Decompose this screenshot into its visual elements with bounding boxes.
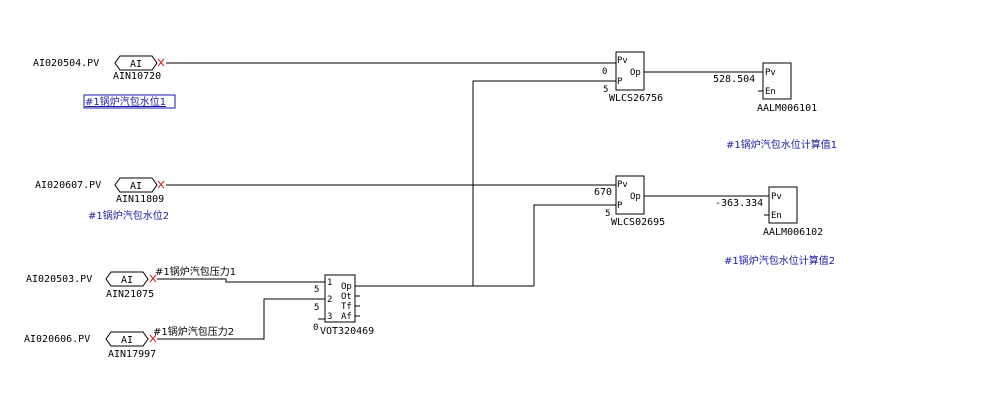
wlcs2-p-value: 5 (605, 209, 610, 219)
aalm-block-1[interactable]: Pv En 528.504 AALM006101 #1锅炉汽包水位计算值1 (713, 62, 837, 151)
aalm2-desc: #1锅炉汽包水位计算值2 (724, 254, 835, 267)
vot-in3-value: 0 (313, 323, 318, 333)
ai-block-name-2: AIN11809 (116, 194, 164, 205)
aalm2-value: -363.334 (715, 198, 763, 209)
ai-input-2[interactable]: AI020607.PV AI AIN11809 #1锅炉汽包水位2 (35, 177, 169, 222)
vot-block-name: VOT320469 (320, 326, 374, 337)
ai-input-4[interactable]: AI020606.PV AI AIN17997 #1锅炉汽包压力2 (24, 325, 234, 360)
wlcs1-pv-value: 0 (602, 67, 607, 77)
wire-ai3-to-vot1 (157, 278, 325, 283)
vot-block-body (324, 274, 356, 323)
aalm1-value: 528.504 (713, 74, 755, 85)
aalm2-block-name: AALM006102 (763, 227, 823, 238)
ai-cross-4 (149, 334, 157, 343)
ai-tag-1: AI020504.PV (33, 58, 99, 69)
vot-pin-op: Op (341, 282, 352, 292)
aalm2-pin-pv: Pv (771, 192, 782, 202)
aalm2-pin-en: En (771, 211, 782, 221)
vot-output-stubs (355, 295, 360, 317)
wire-ai4-to-vot2 (157, 298, 325, 340)
vot-pin-af: Af (341, 312, 352, 322)
wlcs1-pin-pv: Pv (617, 56, 628, 66)
ai-tag-3: AI020503.PV (26, 274, 92, 285)
ai-desc-2: #1锅炉汽包水位2 (88, 209, 169, 222)
ai-block-shape-3 (105, 271, 149, 287)
ai-desc-4: #1锅炉汽包压力2 (153, 325, 234, 338)
wlcs2-pv-value: 670 (594, 187, 612, 198)
ai-desc-3: #1锅炉汽包压力1 (155, 265, 236, 278)
wlcs1-pin-op: Op (630, 68, 641, 78)
aalm1-desc: #1锅炉汽包水位计算值1 (726, 138, 837, 151)
aalm2-body (768, 186, 798, 224)
wires (157, 62, 769, 340)
aalm1-body (762, 62, 792, 100)
vot-pin-tf: Tf (341, 302, 352, 312)
aalm1-block-name: AALM006101 (757, 103, 817, 114)
wlcs-block-1[interactable]: Pv P Op 0 5 WLCS26756 (602, 51, 663, 104)
vot-pin-2: 2 (327, 295, 332, 305)
ai-block-shape-4 (105, 331, 149, 347)
wlcs1-block-name: WLCS26756 (609, 93, 663, 104)
wlcs-block-2[interactable]: Pv P Op 670 5 WLCS02695 (594, 175, 665, 228)
vot-block[interactable]: 1 2 3 Op Ot Tf Af 5 5 0 VOT320469 (313, 274, 374, 337)
wire-vot-to-wlcs2-p (533, 204, 616, 286)
ai-tag-4: AI020606.PV (24, 334, 90, 345)
ai-input-1[interactable]: AI020504.PV AI AIN10720 #1锅炉汽包水位1 (33, 55, 176, 109)
ai-type-3: AI (121, 275, 133, 286)
wire-vot-to-wlcs1-p (472, 80, 616, 286)
wlcs2-pin-pv: Pv (617, 180, 628, 190)
ai-type-1: AI (130, 59, 142, 70)
ai-block-name-1: AIN10720 (113, 71, 161, 82)
ai-cross-2 (157, 180, 165, 189)
wlcs2-pin-op: Op (630, 192, 641, 202)
aalm1-pin-pv: Pv (765, 68, 776, 78)
ai-tag-2: AI020607.PV (35, 180, 101, 191)
ai-cross-1 (157, 58, 165, 67)
ai-block-name-4: AIN17997 (108, 349, 156, 360)
ai-block-shape-2 (114, 177, 158, 193)
ai-cross-3 (149, 274, 157, 283)
vot-in1-value: 5 (314, 285, 319, 295)
vot-pin-3: 3 (327, 312, 332, 322)
ai-desc-1: #1锅炉汽包水位1 (85, 95, 166, 108)
vot-pin-1: 1 (327, 278, 332, 288)
ai-type-2: AI (130, 181, 142, 192)
ai-desc-box-1 (83, 94, 176, 109)
vot-pin-ot: Ot (341, 292, 352, 302)
ai-type-4: AI (121, 335, 133, 346)
aalm-block-2[interactable]: Pv En -363.334 AALM006102 #1锅炉汽包水位计算值2 (715, 186, 835, 267)
wlcs1-body (615, 51, 645, 91)
vot-in2-value: 5 (314, 303, 319, 313)
ai-block-shape-1 (114, 55, 158, 71)
wlcs1-pin-p: P (617, 77, 623, 87)
wlcs1-p-value: 5 (603, 85, 608, 95)
ai-block-name-3: AIN21075 (106, 289, 154, 300)
aalm1-pin-en: En (765, 87, 776, 97)
ai-input-3[interactable]: AI020503.PV AI AIN21075 #1锅炉汽包压力1 (26, 265, 236, 300)
wlcs2-pin-p: P (617, 201, 623, 211)
wlcs2-block-name: WLCS02695 (611, 217, 665, 228)
wlcs2-body (615, 175, 645, 215)
